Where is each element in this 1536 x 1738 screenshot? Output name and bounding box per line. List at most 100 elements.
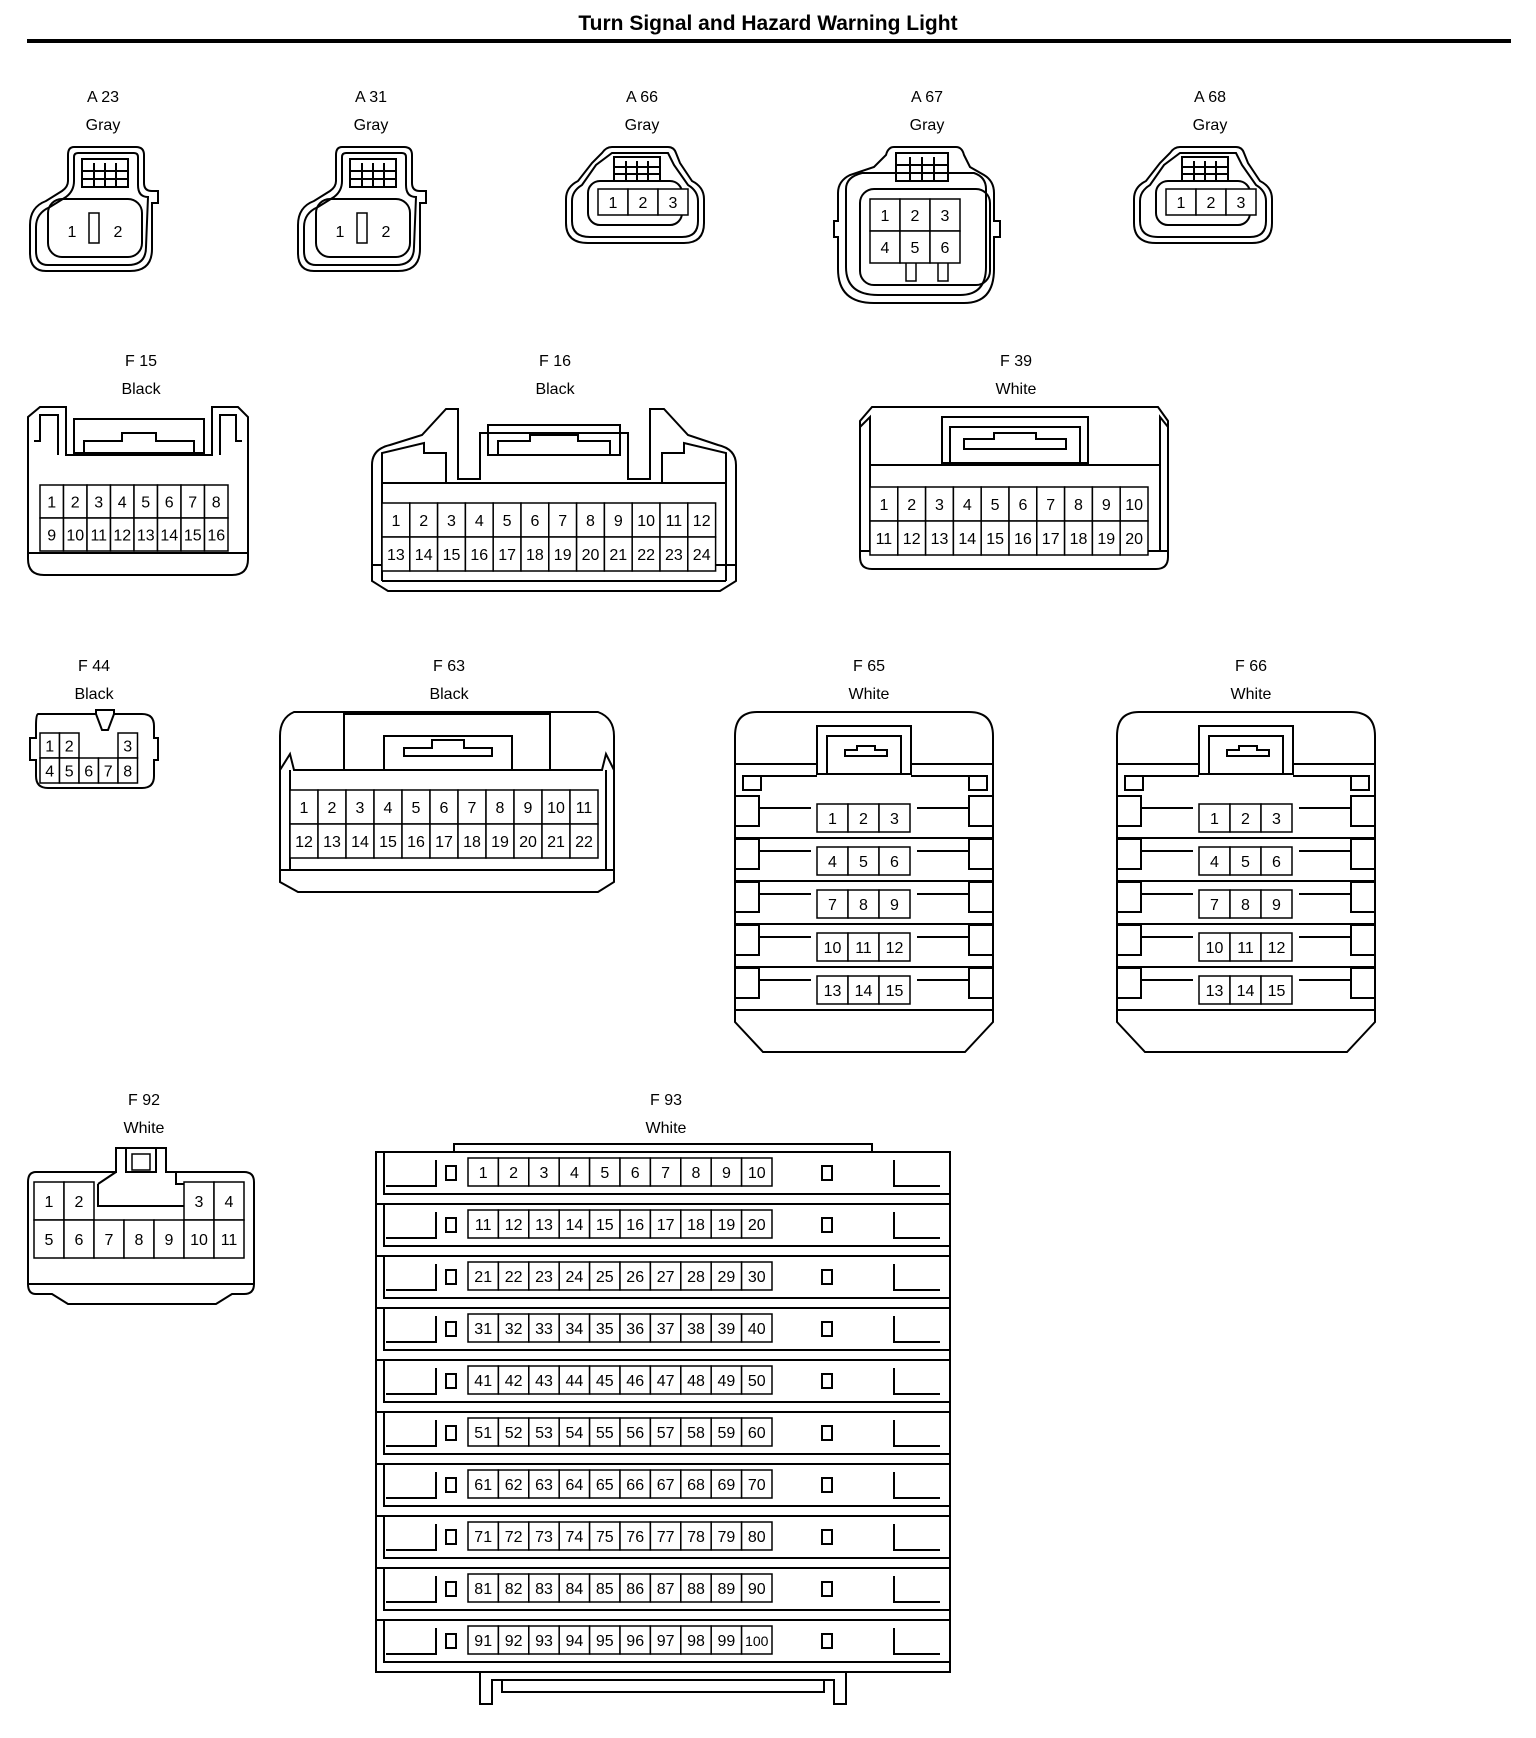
pin-label: 65 (596, 1477, 614, 1494)
pin-label: 19 (554, 547, 572, 564)
pin-label: 10 (748, 1165, 766, 1182)
pin-label: 19 (1097, 531, 1115, 548)
pin-label: 41 (474, 1373, 492, 1390)
pin-label: 67 (657, 1477, 675, 1494)
pin-label: 1 (879, 497, 888, 514)
pin-label: 2 (382, 224, 391, 241)
pin-cell (528, 1313, 560, 1343)
pin-label: 47 (657, 1373, 675, 1390)
pin-label: 31 (474, 1321, 492, 1338)
pin-cell (513, 823, 543, 859)
pin-label: 56 (626, 1425, 644, 1442)
pin-label: 3 (1237, 195, 1246, 212)
pin-label: 1 (336, 224, 345, 241)
connector-code: F 63 (432, 658, 465, 675)
pin-cell (740, 1313, 773, 1343)
pin-label: 7 (105, 1232, 114, 1249)
pin-label: 17 (435, 834, 453, 851)
pin-label: 99 (718, 1633, 736, 1650)
pin-cell (1198, 932, 1231, 962)
pin-cell (659, 536, 689, 572)
pin-cell (558, 1209, 591, 1239)
pin-cell (588, 1625, 621, 1655)
connector-code: F 44 (77, 658, 110, 675)
pin-cell (816, 889, 849, 919)
pin-label: 11 (90, 528, 107, 545)
pin-cell (467, 1261, 500, 1291)
pin-cell (657, 188, 689, 216)
connector-code: A 31 (354, 89, 388, 106)
pin-cell (687, 536, 717, 572)
pin-label: 82 (505, 1581, 523, 1598)
pin-cell (740, 1209, 773, 1239)
pin-label: 38 (687, 1321, 705, 1338)
pin-label: 5 (991, 497, 1000, 514)
pin-label: 34 (566, 1321, 584, 1338)
pin-label: 8 (692, 1165, 701, 1182)
pin-label: 21 (474, 1269, 492, 1286)
connector-code: F 15 (124, 353, 157, 370)
pin-cell (710, 1521, 743, 1551)
pin-cell (847, 932, 880, 962)
pin-label: 8 (586, 513, 595, 530)
pin-label: 57 (657, 1425, 675, 1442)
pin-label: 1 (1210, 811, 1219, 828)
pin-label: 7 (661, 1165, 670, 1182)
pin-label: 3 (941, 208, 950, 225)
pin-cell (740, 1469, 773, 1499)
pin-cell (619, 1521, 652, 1551)
pin-label: 5 (141, 495, 150, 512)
pin-label: 9 (165, 1232, 174, 1249)
pin-label: 18 (1070, 531, 1088, 548)
pin-cell (952, 520, 982, 556)
connector-color: Black (429, 686, 469, 703)
pin-label: 32 (505, 1321, 523, 1338)
pin-label: 73 (535, 1529, 553, 1546)
pin-cell (1260, 932, 1293, 962)
pin-cell (619, 1313, 652, 1343)
pin-cell (619, 1417, 652, 1447)
pin-cell (183, 1219, 215, 1259)
pin-label: 59 (718, 1425, 736, 1442)
pin-label: 64 (566, 1477, 584, 1494)
pin-label: 7 (1046, 497, 1055, 514)
pin-cell (520, 536, 550, 572)
pin-cell (649, 1625, 682, 1655)
pin-label: 3 (447, 513, 456, 530)
connector-color: Black (74, 686, 114, 703)
pin-label: 66 (626, 1477, 644, 1494)
pin-cell (401, 823, 431, 859)
pin-cell (558, 1573, 591, 1603)
pin-label: 68 (687, 1477, 705, 1494)
pin-label: 9 (524, 800, 533, 817)
pin-label: 52 (505, 1425, 523, 1442)
connector-color: White (1230, 686, 1272, 703)
pin-cell (497, 1209, 530, 1239)
connector-color: Gray (85, 117, 121, 134)
pin-label: 21 (547, 834, 565, 851)
pin-label: 6 (75, 1232, 84, 1249)
connector-color: White (848, 686, 890, 703)
pin-label: 20 (519, 834, 537, 851)
pin-label: 6 (165, 495, 174, 512)
pin-label: 7 (558, 513, 567, 530)
pin-label: 89 (718, 1581, 736, 1598)
pin-cell (289, 823, 319, 859)
pin-label: 1 (881, 208, 890, 225)
pin-label: 3 (669, 195, 678, 212)
pin-label: 8 (1241, 897, 1250, 914)
pin-cell (878, 846, 911, 876)
pin-label: 14 (566, 1217, 584, 1234)
pin-label: 2 (65, 739, 74, 756)
pin-label: 35 (596, 1321, 614, 1338)
pin-cell (497, 1521, 530, 1551)
pin-label: 11 (475, 1217, 492, 1234)
pin-label: 5 (600, 1165, 609, 1182)
pin-label: 15 (443, 547, 461, 564)
pin-cell (929, 198, 961, 232)
pin-label: 13 (1206, 983, 1224, 1000)
